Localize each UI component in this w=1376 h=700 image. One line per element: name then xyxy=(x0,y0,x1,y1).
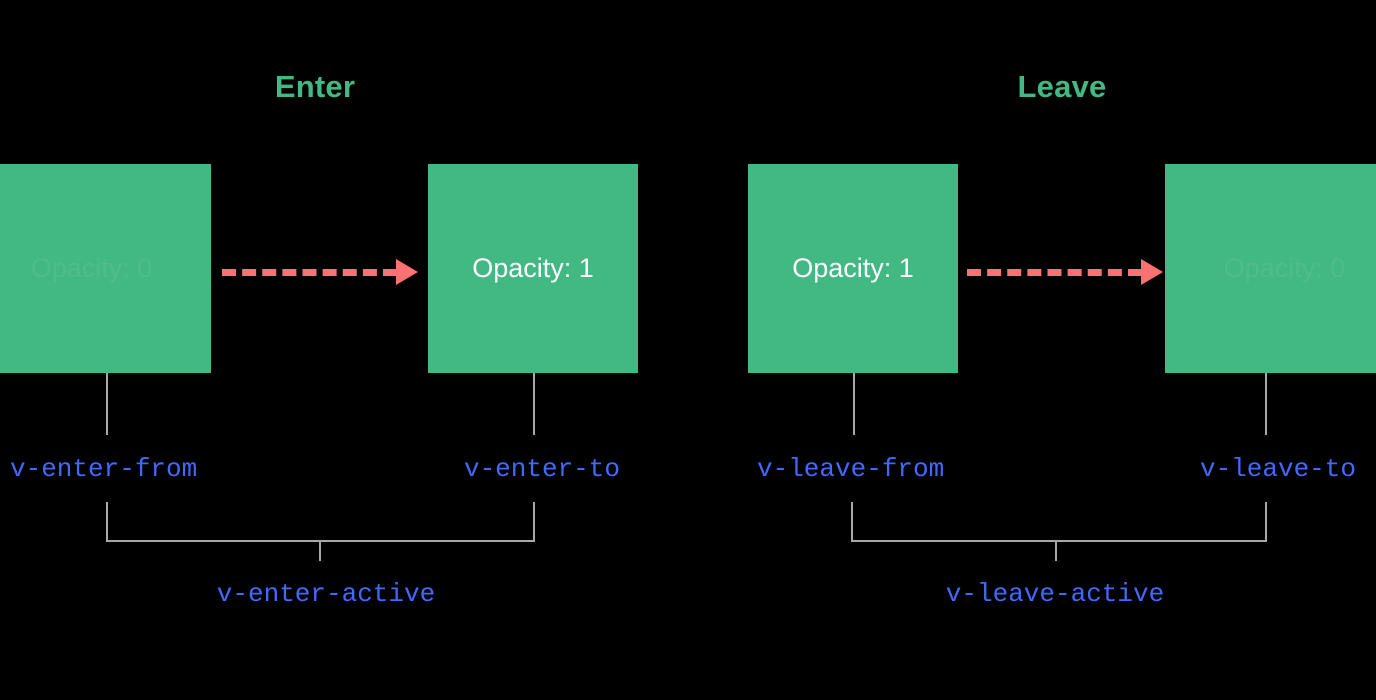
leave-to-leader-line xyxy=(1265,373,1267,435)
leave-from-class-label: v-leave-from xyxy=(757,454,945,484)
leave-to-box-label: Opacity: 0 xyxy=(1223,253,1346,283)
enter-from-box: Opacity: 0 xyxy=(0,164,211,373)
enter-transition-arrow xyxy=(222,259,418,285)
leave-arrow-shaft xyxy=(967,268,1142,276)
leave-from-box-label: Opacity: 1 xyxy=(792,253,914,283)
leave-section-title: Leave xyxy=(1017,69,1107,104)
enter-from-class-label: v-enter-from xyxy=(10,454,198,484)
leave-active-bracket-tick xyxy=(1055,541,1057,561)
enter-section-title: Enter xyxy=(274,69,356,104)
leave-from-box: Opacity: 1 xyxy=(748,164,958,373)
enter-active-bracket xyxy=(106,502,535,542)
enter-arrow-head xyxy=(396,259,418,285)
enter-active-class-label: v-enter-active xyxy=(216,579,436,609)
enter-to-leader-line xyxy=(533,373,535,435)
enter-to-box-label: Opacity: 1 xyxy=(472,253,594,283)
leave-arrow-head xyxy=(1141,259,1163,285)
leave-from-leader-line xyxy=(853,373,855,435)
enter-arrow-shaft xyxy=(222,268,397,276)
leave-to-class-label: v-leave-to xyxy=(1199,454,1356,484)
leave-active-bracket xyxy=(851,502,1267,542)
leave-transition-arrow xyxy=(967,259,1163,285)
leave-to-box: Opacity: 0 xyxy=(1165,164,1376,373)
enter-to-class-label: v-enter-to xyxy=(463,454,620,484)
enter-from-box-label: Opacity: 0 xyxy=(30,253,153,283)
enter-active-bracket-tick xyxy=(319,541,321,561)
enter-from-leader-line xyxy=(106,373,108,435)
enter-to-box: Opacity: 1 xyxy=(428,164,638,373)
leave-active-class-label: v-leave-active xyxy=(945,579,1165,609)
